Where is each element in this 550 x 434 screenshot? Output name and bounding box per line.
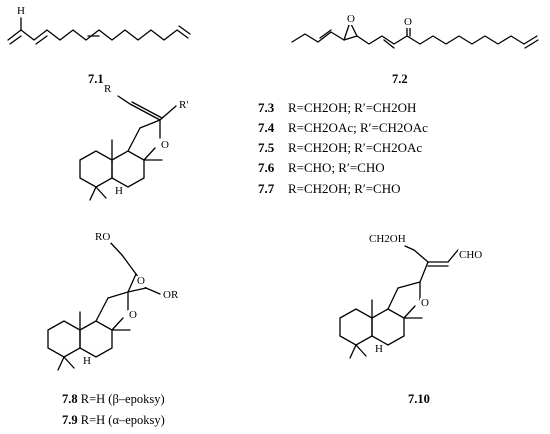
atom-h-7-3: H (114, 185, 124, 197)
atom-r-prime-7-3: R' (178, 99, 190, 111)
structure-7-10-bonds (339, 245, 459, 359)
atom-cho-7-10: CHO (458, 249, 484, 261)
r-table-text: R=CHO; R′=CHO (288, 160, 385, 175)
structure-7-3-bonds (79, 95, 177, 201)
atom-h-7-10: H (374, 343, 384, 355)
label-7-10: 7.10 (408, 392, 430, 406)
atom-o-7-2-epoxide: O (346, 13, 356, 25)
caption-7-8-text: R=H (β–epoksy) (80, 392, 165, 406)
r-table-label: 7.4 (258, 120, 275, 135)
atom-r-7-3: R (103, 83, 113, 95)
caption-7-8: 7.8 R=H (β–epoksy) (62, 392, 165, 407)
atom-o-7-8-epoxide: O (136, 275, 146, 287)
caption-7-9-text: R=H (α–epoksy) (80, 413, 165, 427)
r-table-label: 7.5 (258, 140, 275, 155)
label-7-9: 7.9 (62, 413, 78, 427)
atom-h-7-1: H (16, 5, 26, 17)
r-table-text: R=CH2OH; R′=CHO (288, 181, 401, 196)
atom-o-7-10: O (420, 297, 430, 309)
atom-ch2oh-7-10: CH2OH (368, 233, 407, 245)
r-table-row: 7.5 R=CH2OH; R′=CH2OAc (258, 140, 422, 156)
atom-o-7-8-ring: O (128, 309, 138, 321)
r-table-row: 7.3 R=CH2OH; R′=CH2OH (258, 100, 416, 116)
r-table-row: 7.6 R=CHO; R′=CHO (258, 160, 385, 176)
label-7-1: 7.1 (88, 72, 104, 86)
atom-h-7-8: H (82, 355, 92, 367)
r-table-row: 7.4 R=CH2OAc; R′=CH2OAc (258, 120, 428, 136)
r-table-text: R=CH2OH; R′=CH2OH (288, 100, 417, 115)
r-table-label: 7.7 (258, 181, 275, 196)
label-7-8: 7.8 (62, 392, 78, 406)
atom-o-7-2-ketone: O (403, 16, 413, 28)
r-table-label: 7.3 (258, 100, 275, 115)
r-table-label: 7.6 (258, 160, 275, 175)
label-7-2: 7.2 (392, 72, 408, 86)
r-table-text: R=CH2OH; R′=CH2OAc (288, 140, 423, 155)
caption-7-9: 7.9 R=H (α–epoksy) (62, 413, 165, 428)
atom-ro-7-8: RO (94, 231, 112, 243)
r-table-text: R=CH2OAc; R′=CH2OAc (288, 120, 428, 135)
atom-or-7-8: OR (162, 289, 180, 301)
structure-7-1-bonds (7, 17, 191, 45)
r-table-row: 7.7 R=CH2OH; R′=CHO (258, 181, 401, 197)
atom-o-7-3: O (160, 139, 170, 151)
